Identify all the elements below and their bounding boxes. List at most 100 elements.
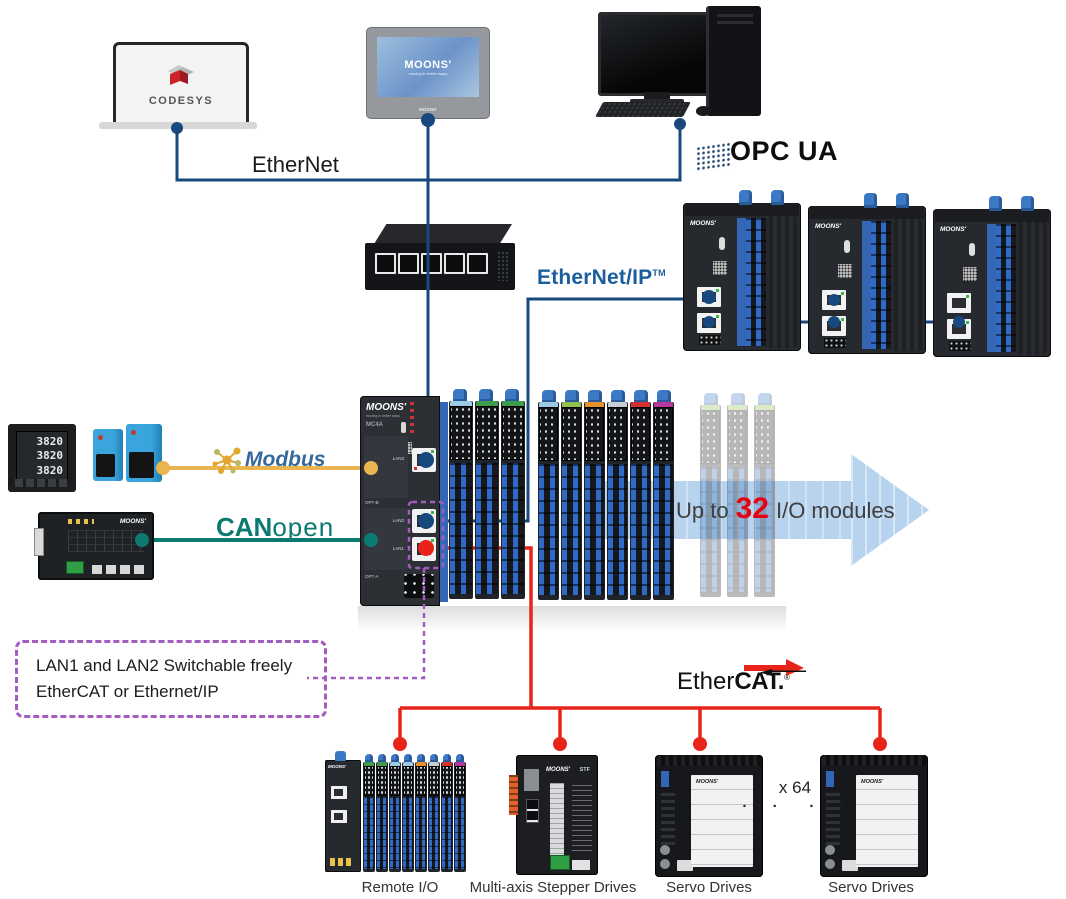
lan-note-box: LAN1 and LAN2 Switchable freely EtherCAT…	[15, 640, 327, 718]
io-module	[653, 390, 674, 600]
board-circuitry	[68, 530, 144, 552]
servo-drive-1: MOONS'	[655, 755, 763, 877]
io-expansion-caption: Up to 32 I/O modules	[676, 492, 895, 526]
meter-reading: 3820	[36, 464, 64, 478]
module-terminals	[654, 464, 673, 595]
module-head	[608, 407, 627, 461]
servo-count-annotation: x 64 · · · · · ·	[735, 778, 855, 815]
switch-port-3	[421, 253, 442, 274]
servo-nameplate: MOONS'	[691, 775, 753, 867]
lan-port	[947, 293, 971, 313]
terminal-connectors	[746, 218, 766, 346]
module-head	[502, 406, 524, 460]
din-clip	[1021, 196, 1034, 211]
lan3-label: LAN3	[392, 456, 404, 461]
pc-keyboard	[595, 102, 691, 117]
din-clip	[989, 196, 1002, 211]
meter-display: 3820 3820 3820	[16, 431, 68, 481]
servo-brand: MOONS'	[861, 779, 884, 785]
servo-socket	[660, 859, 670, 869]
stepper-drives-label: Multi-axis Stepper Drives	[469, 879, 637, 896]
hmi-screen: MOONS' moving in better ways	[377, 37, 479, 97]
drive-brand: MOONS'	[690, 220, 717, 227]
servo-connector	[677, 860, 693, 871]
sensor-led	[131, 430, 136, 435]
module-terminals	[608, 464, 627, 595]
servo-io-connector	[661, 793, 675, 845]
stepper-label-strip	[550, 783, 564, 859]
photo-sensor-1	[93, 429, 123, 481]
canopen-label: CANopen	[216, 512, 334, 543]
module-head	[539, 407, 558, 461]
controller-brand: MOONS'	[366, 402, 407, 413]
lan1-port	[412, 537, 436, 561]
io-module	[538, 390, 559, 600]
codesys-logo-icon	[168, 65, 194, 85]
terminal-strip	[737, 218, 746, 346]
switch-vents	[497, 251, 509, 281]
backplane-strip	[440, 402, 448, 602]
meter-buttons	[15, 479, 69, 487]
stepper-brand: MOONS'	[546, 767, 571, 773]
hmi-brand: MOONS'	[404, 58, 452, 71]
servo-drive-2: MOONS'	[820, 755, 928, 877]
pc-monitor-stand	[644, 92, 670, 100]
stepper-ports	[526, 799, 539, 823]
laptop-base	[99, 122, 257, 129]
remote-io-module	[415, 754, 427, 872]
servo-connector	[842, 860, 858, 871]
lan-port	[947, 319, 971, 339]
network-switch	[365, 243, 515, 290]
canopen-bold: CAN	[216, 512, 273, 542]
ethercat-regular: Ether	[677, 668, 735, 695]
power-connector	[404, 574, 434, 598]
module-head	[631, 407, 650, 461]
servo-nameplate: MOONS'	[856, 775, 918, 867]
io-module	[475, 389, 499, 599]
ethernet-ip-text: EtherNet/IP	[537, 266, 653, 289]
servo-drives-label-2: Servo Drives	[828, 879, 914, 896]
switch-port-2	[398, 253, 419, 274]
stepper-board: MOONS'	[34, 512, 154, 580]
coupler-brand: MOONS'	[328, 764, 347, 769]
switch-port-5	[467, 253, 488, 274]
servo-socket	[825, 859, 835, 869]
io-module	[561, 390, 582, 600]
drive-brand: MOONS'	[940, 226, 967, 233]
din-clip	[896, 193, 909, 208]
switch-top-face	[374, 224, 512, 244]
lan2-label: LAN2	[392, 518, 404, 523]
opcua-label: OPC UA	[730, 136, 839, 166]
ellipsis-dots: · · · · · ·	[742, 798, 848, 815]
drive-cap	[685, 203, 799, 216]
codesys-label: CODESYS	[148, 95, 214, 107]
option-slot-b	[364, 436, 408, 498]
photo-sensor-2	[126, 424, 162, 482]
module-terminals	[502, 463, 524, 594]
remote-io-module	[389, 754, 401, 872]
servo-encoder-port	[826, 771, 834, 787]
pc-tower-bays	[717, 14, 753, 28]
din-clip	[739, 190, 752, 205]
servo-brand: MOONS'	[696, 779, 719, 785]
canopen-light: open	[272, 512, 335, 542]
caption-suffix: I/O modules	[775, 498, 895, 523]
hmi-bezel-brand: MOONS'	[418, 107, 438, 112]
lan-port	[697, 313, 721, 333]
lan2-port	[412, 509, 436, 533]
din-clip	[335, 751, 346, 761]
opcua-speckles-icon	[696, 141, 732, 173]
meter-reading: 3820	[36, 434, 64, 448]
module-head	[654, 407, 673, 461]
controller-model: MC4A	[366, 422, 384, 428]
sensor-led	[98, 435, 103, 440]
lan-port	[331, 786, 347, 799]
pc-monitor-base	[630, 99, 684, 104]
ethernet-ip-drive-3: MOONS'	[933, 196, 1051, 357]
module-terminals	[450, 463, 472, 594]
io-module	[607, 390, 628, 600]
module-terminals	[585, 464, 604, 595]
pc-monitor	[598, 12, 722, 96]
remote-io-module	[454, 754, 466, 872]
